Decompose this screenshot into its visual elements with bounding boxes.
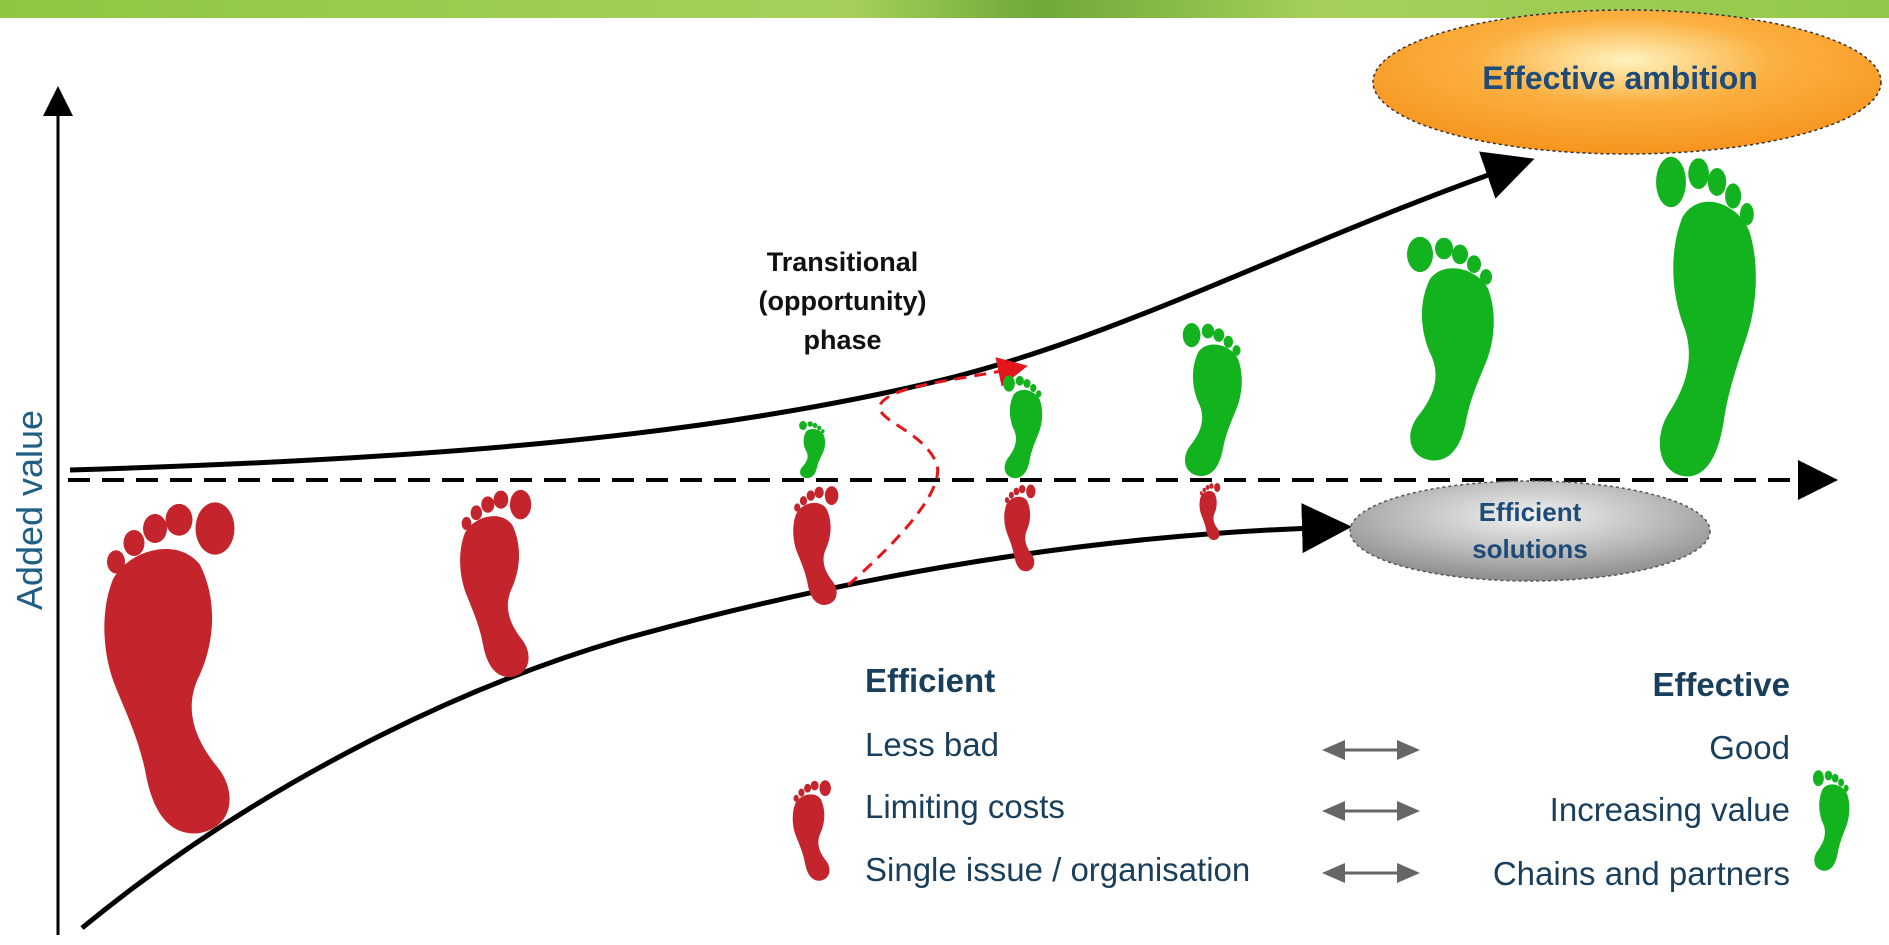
red-footprint-3 [793,486,839,605]
legend-left-row-3: Single issue / organisation [865,851,1251,888]
green-footprint-5 [1656,156,1756,477]
red-footprint-1 [104,502,235,834]
legend-right-row-1: Good [1709,729,1790,766]
green-footprint-1 [799,421,826,479]
effective-arrow [69,151,1535,473]
legend-right-header: Effective [1652,666,1790,703]
efficient-solutions-line1: Efficient [1478,497,1582,527]
legend-right-row-2: Increasing value [1549,791,1790,828]
efficient-solutions-line2: solutions [1472,534,1588,564]
efficient-arrow [80,503,1352,930]
effective-ambition-ellipse [1372,9,1882,155]
legend-arrows [1322,740,1420,883]
efficient-solutions-ellipse [1349,480,1711,582]
header-banner [0,0,1889,18]
legend-red-footprint-icon [792,780,831,881]
red-footprints [104,483,1221,834]
legend-right-row-3: Chains and partners [1492,855,1790,892]
green-footprint-2 [1003,375,1043,479]
green-footprint-3 [1182,323,1242,476]
legend-green-footprint-icon [1812,770,1850,871]
efficient-solutions-label: Efficient solutions [1450,494,1610,568]
effective-ambition-label: Effective ambition [1482,60,1758,96]
transition-line3: phase [803,325,882,355]
transition-path [847,357,1028,587]
y-axis-label: Added value [9,409,50,611]
red-footprint-5 [1199,483,1221,541]
legend-left-header: Efficient [865,662,996,699]
red-footprint-2 [460,489,532,678]
transition-line1: Transitional [766,247,919,277]
transition-line2: (opportunity) [758,286,927,316]
legend-left-row-2: Limiting costs [865,788,1065,825]
legend-left-row-1: Less bad [865,726,999,763]
green-footprint-4 [1407,236,1494,461]
transition-label: Transitional (opportunity) phase [715,243,970,360]
